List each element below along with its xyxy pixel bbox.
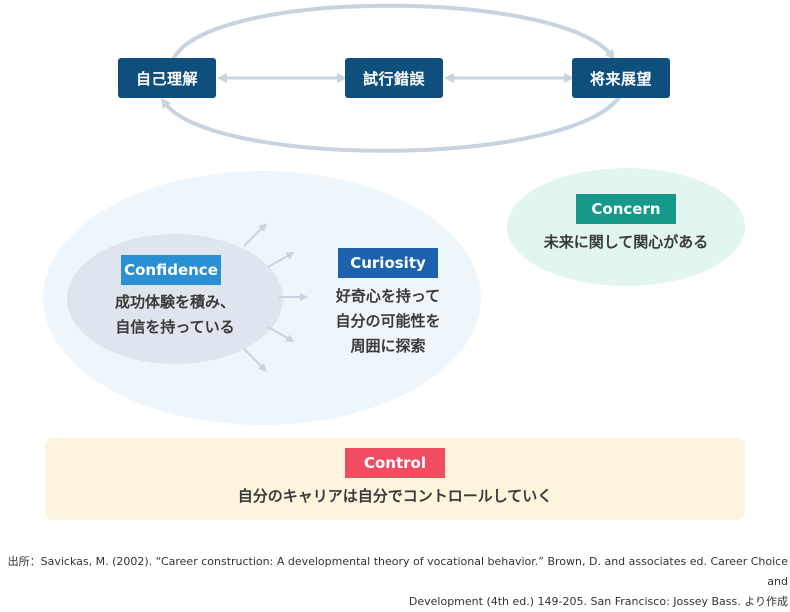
radiating-arrows <box>243 223 308 372</box>
curiosity-description-line: 自分の可能性を <box>335 312 441 330</box>
confidence-description: 成功体験を積み、 自信を持っている <box>70 290 280 340</box>
confidence-description-line: 自信を持っている <box>115 318 235 336</box>
node-trial-and-error: 試行錯誤 <box>345 58 443 98</box>
diagram-canvas <box>43 3 745 425</box>
cycle-bottom-arc <box>161 94 622 153</box>
concern-area <box>507 168 745 286</box>
source-line: Development (4th ed.) 149-205. San Franc… <box>408 595 788 608</box>
concern-label: Concern <box>576 194 676 224</box>
node-self-understanding: 自己理解 <box>118 58 216 98</box>
curiosity-description-line: 周囲に探索 <box>350 337 426 355</box>
source-line: 出所：Savickas, M. (2002). “Career construc… <box>7 555 788 588</box>
source-citation: 出所：Savickas, M. (2002). “Career construc… <box>2 552 788 612</box>
control-label: Control <box>345 448 445 478</box>
confidence-label: Confidence <box>121 255 221 285</box>
node-future-prospect: 将来展望 <box>572 58 670 98</box>
control-description: 自分のキャリアは自分でコントロールしていく <box>237 487 553 505</box>
concern-description: 未来に関して関心がある <box>543 233 709 251</box>
cycle-top-arc <box>170 3 616 63</box>
curiosity-description-line: 好奇心を持って <box>335 287 441 305</box>
curiosity-label: Curiosity <box>338 248 438 278</box>
curiosity-description: 好奇心を持って 自分の可能性を 周囲に探索 <box>308 284 468 359</box>
confidence-description-line: 成功体験を積み、 <box>114 293 235 311</box>
